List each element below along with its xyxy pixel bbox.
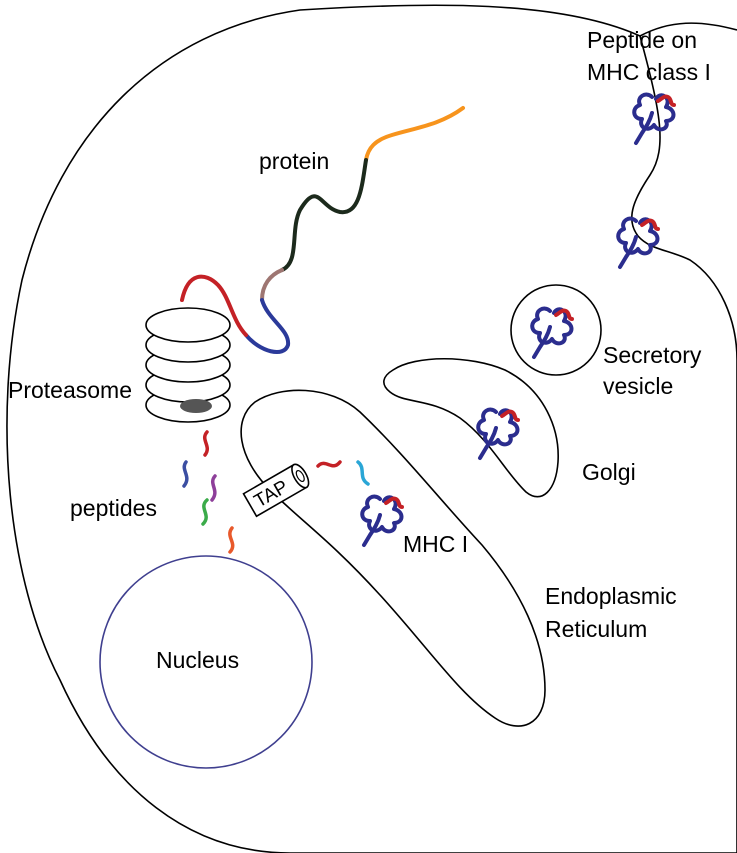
proteasome [145,307,231,423]
mhc-molecule-er [360,494,404,547]
proteasome-label: Proteasome [8,377,132,403]
peptide-fragment [182,460,189,488]
protein-segment-dark [280,158,368,272]
peptide-fragment [201,498,209,526]
peptides-label: peptides [70,495,157,521]
peptide-fragment [202,430,210,457]
golgi-label: Golgi [582,459,636,485]
surface-label-line1: Peptide on [587,27,697,53]
peptide-fragment [316,460,342,468]
vesicle-label-line1: Secretory [603,342,702,368]
surface-label-line2: MHC class I [587,59,711,85]
protein-segment-brown [260,268,284,302]
mhc-molecule-vesicle [530,306,574,359]
golgi-shape [383,358,559,498]
er-label-line2: Reticulum [545,616,647,642]
nucleus-label: Nucleus [156,647,239,673]
protein-segment-blue [244,298,291,355]
mhc-molecule-membrane-lower [616,216,660,269]
peptide-fragment [210,474,217,502]
mhc-molecule-membrane-upper [632,92,676,145]
proteasome-core [180,399,212,413]
peptides-group [182,430,370,554]
protein-segment-red [180,274,248,337]
protein-label: protein [259,148,329,174]
secretory-vesicle-shape [510,284,602,376]
mhc-i-label: MHC I [403,531,468,557]
cell-membrane [6,4,737,853]
endoplasmic-reticulum-shape [240,389,546,727]
protein-segment-orange [364,106,465,162]
peptide-fragment [228,526,235,554]
mhc-molecule-golgi [476,407,520,460]
er-label-line1: Endoplasmic [545,583,677,609]
cell-membrane-top [639,22,737,37]
nucleus-shape [99,555,313,769]
vesicle-label-line2: vesicle [603,373,673,399]
peptide-fragment [356,460,370,486]
